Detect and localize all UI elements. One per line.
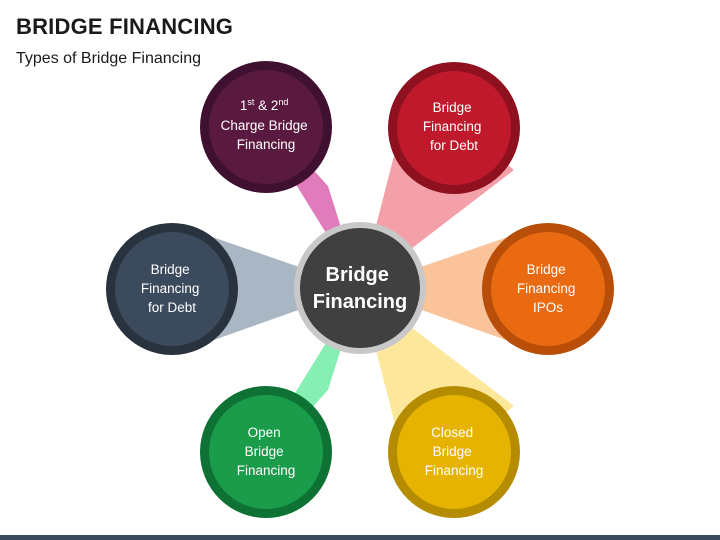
node-ipos-label: Bridge Financing IPOs xyxy=(517,262,579,315)
node-closed-line-2: Bridge xyxy=(433,444,472,459)
node-closed-line-1: Closed xyxy=(431,425,473,440)
center-hub: Bridge Financing xyxy=(294,222,426,354)
node-debt-top-line-1: Bridge xyxy=(433,100,472,115)
node-ipos-line-1: Bridge xyxy=(527,262,566,277)
node-debt-left-fill xyxy=(115,232,229,346)
node-closed-label: Closed Bridge Financing xyxy=(425,425,484,478)
node-debt-left-line-2: Financing xyxy=(141,281,200,296)
node-closed-fill xyxy=(397,395,511,509)
node-charge-ordinal-1-suffix: st xyxy=(247,97,255,107)
node-debt-left-label: Bridge Financing for Debt xyxy=(141,262,203,315)
node-open-bridge-financing: Open Bridge Financing xyxy=(200,386,332,518)
node-charge-line-2: Charge Bridge xyxy=(221,118,308,133)
page-subtitle: Types of Bridge Financing xyxy=(16,50,201,67)
center-hub-fill xyxy=(300,228,420,348)
node-charge-bridge-financing: 1st & 2nd Charge Bridge Financing xyxy=(200,61,332,193)
node-open-fill xyxy=(209,395,323,509)
node-charge-line-3: Financing xyxy=(237,137,296,152)
node-bridge-financing-ipos: Bridge Financing IPOs xyxy=(482,223,614,355)
node-open-label: Open Bridge Financing xyxy=(237,425,296,478)
center-hub-line-1: Bridge xyxy=(326,264,389,286)
footer-bar xyxy=(0,535,720,540)
node-ipos-line-2: Financing xyxy=(517,281,576,296)
node-debt-top-fill xyxy=(397,71,511,185)
center-hub-line-2: Financing xyxy=(313,291,407,313)
page-title: BRIDGE FINANCING xyxy=(16,14,234,39)
node-charge-label: 1st & 2nd Charge Bridge Financing xyxy=(221,93,312,152)
node-ipos-line-3: IPOs xyxy=(533,300,563,315)
node-charge-ordinal-1: 1 xyxy=(240,98,248,113)
node-charge-ordinal-2-suffix: nd xyxy=(278,97,288,107)
node-closed-line-3: Financing xyxy=(425,463,484,478)
node-open-line-2: Bridge xyxy=(245,444,284,459)
node-closed-bridge-financing: Closed Bridge Financing xyxy=(388,386,520,518)
node-open-line-3: Financing xyxy=(237,463,296,478)
node-debt-left-line-1: Bridge xyxy=(151,262,190,277)
node-bridge-financing-for-debt-left: Bridge Financing for Debt xyxy=(106,223,238,355)
node-bridge-financing-for-debt-top: Bridge Financing for Debt xyxy=(388,62,520,194)
node-debt-top-label: Bridge Financing for Debt xyxy=(423,100,485,153)
node-charge-ordinal-join: & 2 xyxy=(254,98,278,113)
node-open-line-1: Open xyxy=(248,425,281,440)
node-debt-left-line-3: for Debt xyxy=(148,300,196,315)
node-debt-top-line-3: for Debt xyxy=(430,138,478,153)
node-ipos-fill xyxy=(491,232,605,346)
center-hub-label: Bridge Financing xyxy=(313,264,407,313)
node-debt-top-line-2: Financing xyxy=(423,119,482,134)
node-charge-fill xyxy=(209,70,323,184)
node-charge-line-1: 1st & 2nd xyxy=(240,93,292,113)
